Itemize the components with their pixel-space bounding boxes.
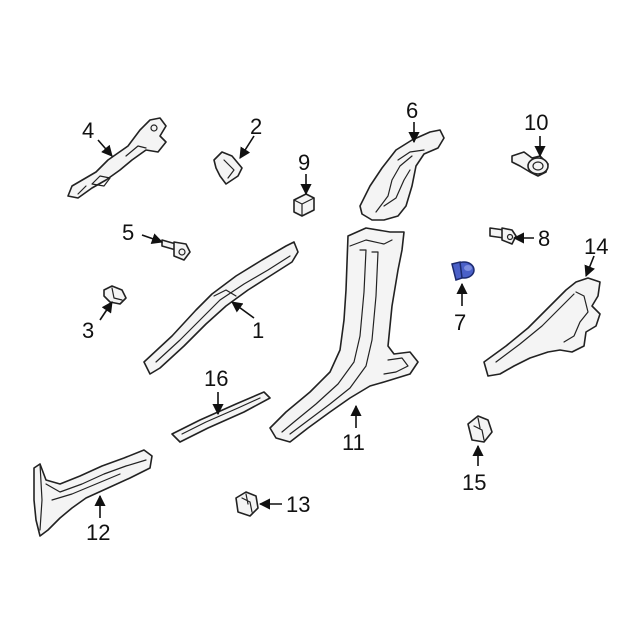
part-10-connector (511, 151, 549, 177)
callout-14: 14 (584, 234, 608, 259)
callout-8: 8 (538, 226, 550, 251)
callout-5: 5 (122, 220, 134, 245)
part-3-clip (103, 285, 127, 305)
leader-3 (99, 301, 113, 321)
part-12-sill-plate (33, 449, 153, 537)
part-11-center-pillar (269, 227, 419, 443)
callout-11: 11 (342, 430, 365, 455)
part-4-bracket (67, 117, 167, 199)
part-13-retainer (235, 491, 259, 517)
leader-lines (94, 122, 595, 518)
part-2-clip (213, 151, 243, 185)
callout-16: 16 (204, 366, 228, 391)
leader-2 (239, 135, 255, 159)
callout-9: 9 (298, 150, 310, 175)
part-9-retainer (293, 193, 315, 217)
part-16-sill-strip (171, 391, 271, 443)
part-1-trim (143, 241, 299, 375)
callout-13: 13 (286, 492, 310, 517)
callout-6: 6 (406, 98, 418, 123)
part-5-bolt (161, 239, 191, 261)
leader-14 (584, 255, 595, 278)
callout-15: 15 (462, 470, 486, 495)
part-7-push-clip (451, 261, 475, 281)
callout-1: 1 (252, 318, 264, 343)
part-14-quarter-trim (483, 277, 601, 377)
callout-7: 7 (454, 310, 466, 335)
callout-2: 2 (250, 114, 262, 139)
callout-12: 12 (86, 520, 110, 545)
callout-labels: 4 2 9 5 3 1 6 10 8 7 14 16 11 15 12 13 (82, 98, 608, 545)
leader-4 (97, 139, 113, 157)
callout-4: 4 (82, 118, 94, 143)
callout-10: 10 (524, 110, 548, 135)
part-8-screw (489, 227, 517, 245)
leader-5 (141, 233, 164, 244)
part-15-clip (467, 415, 493, 443)
part-6-pillar-trim (359, 129, 445, 221)
leader-1 (231, 301, 255, 319)
callout-3: 3 (82, 318, 94, 343)
